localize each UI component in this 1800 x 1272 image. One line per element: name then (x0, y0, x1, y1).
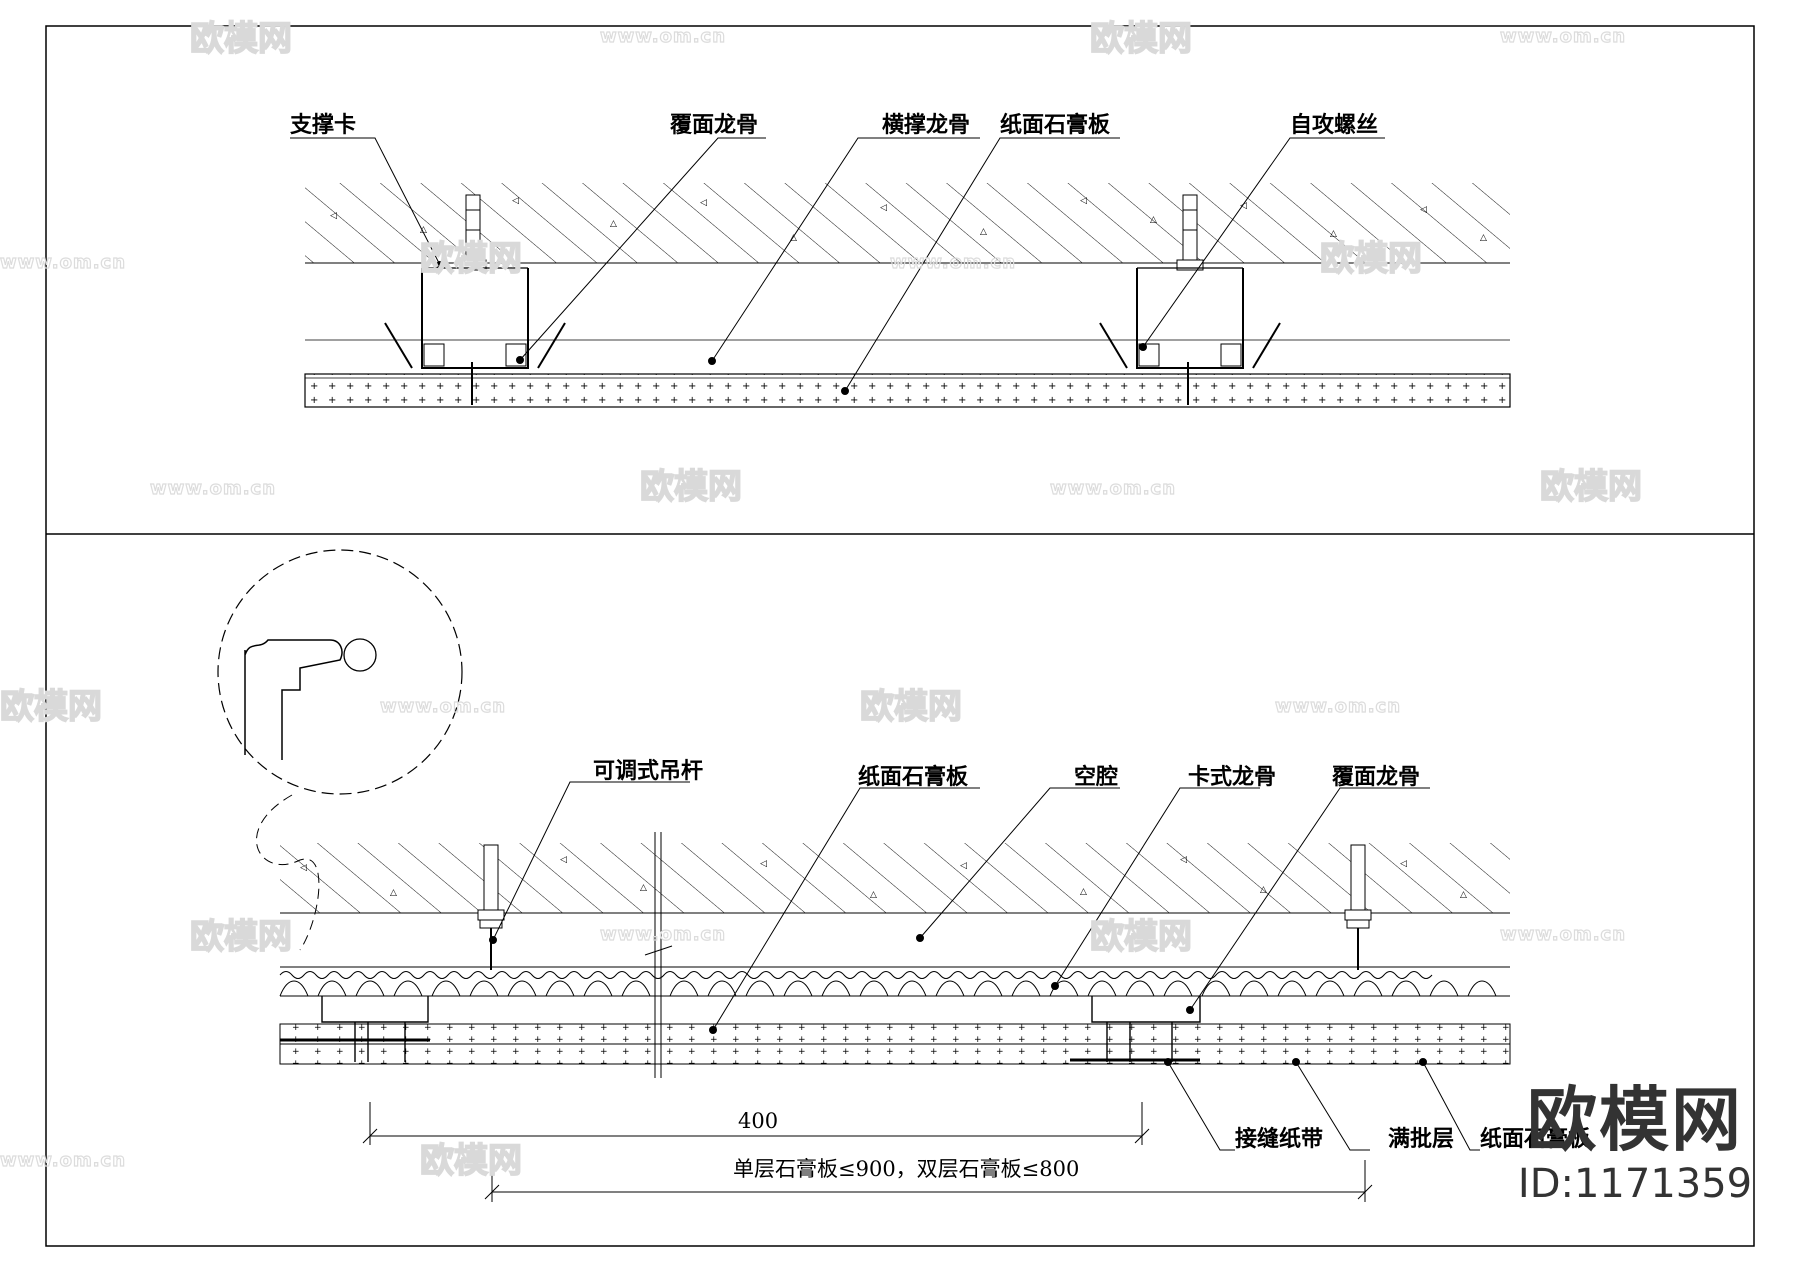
watermark-url: www.om.cn (1050, 478, 1176, 499)
svg-text:△: △ (420, 225, 427, 235)
label-self-tapping-screw: 自攻螺丝 (1290, 112, 1378, 138)
bottom-aggregate-marks: ◁ △ ◁ △ ◁ △ ◁ △ ◁ △ ◁ △ (300, 855, 1467, 900)
svg-text:◁: ◁ (1080, 196, 1087, 206)
svg-text:△: △ (1460, 890, 1467, 900)
label-putty-layer: 满批层 (1388, 1127, 1454, 1152)
watermark-url: www.om.cn (890, 252, 1016, 273)
hanger-left (477, 844, 505, 970)
svg-text:◁: ◁ (760, 859, 767, 869)
label-clip-keel: 卡式龙骨 (1188, 765, 1276, 790)
svg-text:△: △ (1150, 215, 1157, 225)
bottom-concrete-slab (280, 843, 1510, 913)
top-concrete-slab (305, 183, 1510, 263)
watermarks: 欧模网 欧模网 欧模网 欧模网 欧模网 欧模网 欧模网 欧模网 欧模网 欧模网 … (0, 18, 1643, 1182)
watermark-brand: 欧模网 (1090, 19, 1192, 59)
watermark-brand: 欧模网 (190, 917, 292, 957)
hanger-right (1344, 844, 1372, 970)
watermark-brand: 欧模网 (860, 687, 962, 727)
dimension-spacing (484, 1160, 1373, 1202)
label-gypsum-board-top: 纸面石膏板 (1000, 112, 1111, 138)
watermark-url: www.om.cn (1500, 924, 1626, 945)
label-adjustable-hanger: 可调式吊杆 (593, 759, 703, 784)
watermark-brand: 欧模网 (0, 687, 102, 727)
top-leaders (290, 137, 1385, 395)
gypsum-board-upper (279, 1023, 1511, 1045)
label-gypsum-board-bottom: 纸面石膏板 (1480, 1126, 1591, 1152)
svg-text:◁: ◁ (512, 196, 519, 206)
top-aggregate-marks: ◁ △ ◁ △ ◁ △ ◁ △ ◁ △ ◁ △ ◁ △ (330, 196, 1487, 243)
top-detail: ◁ △ ◁ △ ◁ △ ◁ △ ◁ △ ◁ △ ◁ △ (290, 112, 1511, 408)
svg-text:△: △ (1330, 229, 1337, 239)
bottom-detail: ◁ △ ◁ △ ◁ △ ◁ △ ◁ △ ◁ △ (217, 549, 1591, 1202)
label-joint-tape: 接缝纸带 (1235, 1126, 1323, 1152)
bottom-leaders (489, 781, 1480, 1151)
watermark-brand: 欧模网 (420, 1141, 522, 1181)
dimension-spacing-note: 单层石膏板≤900，双层石膏板≤800 (733, 1157, 1079, 1181)
top-anchor-right (1176, 194, 1204, 271)
watermark-brand: 欧模网 (190, 19, 292, 59)
watermark-url: www.om.cn (1500, 26, 1626, 47)
svg-text:◁: ◁ (1240, 201, 1247, 211)
svg-text:△: △ (610, 219, 617, 229)
label-cavity: 空腔 (1074, 764, 1118, 790)
dimension-400-text: 400 (738, 1109, 778, 1133)
svg-text:△: △ (870, 890, 877, 900)
top-gypsum-board (304, 373, 1511, 408)
watermark-brand: 欧模网 (1090, 917, 1192, 957)
top-support-clip-left (384, 267, 566, 369)
label-cover-keel-top: 覆面龙骨 (669, 113, 758, 138)
svg-text:△: △ (1080, 887, 1087, 897)
svg-text:△: △ (1260, 885, 1267, 895)
svg-text:△: △ (980, 227, 987, 237)
gypsum-board-lower (279, 1043, 1511, 1065)
watermark-brand: 欧模网 (1320, 239, 1422, 279)
label-cover-keel-bottom: 覆面龙骨 (1331, 765, 1420, 790)
brand-id: ID:1171359 (1517, 1161, 1753, 1207)
watermark-url: www.om.cn (600, 924, 726, 945)
svg-text:△: △ (640, 883, 647, 893)
watermark-brand: 欧模网 (1540, 467, 1642, 507)
svg-text:◁: ◁ (1420, 205, 1427, 215)
top-support-clip-right (1099, 267, 1281, 369)
brand-name: 欧模网 (1527, 1079, 1743, 1161)
svg-text:◁: ◁ (330, 211, 337, 221)
svg-text:◁: ◁ (880, 203, 887, 213)
watermark-url: www.om.cn (0, 1150, 126, 1171)
svg-text:△: △ (1480, 233, 1487, 243)
watermark-brand: 欧模网 (420, 239, 522, 279)
label-gypsum-board-mid: 纸面石膏板 (858, 764, 969, 790)
svg-text:◁: ◁ (1400, 859, 1407, 869)
svg-text:◁: ◁ (700, 198, 707, 208)
svg-text:△: △ (390, 888, 397, 898)
svg-text:◁: ◁ (300, 863, 307, 873)
clip-keel-band (279, 966, 1510, 997)
svg-text:△: △ (790, 233, 797, 243)
watermark-url: www.om.cn (600, 26, 726, 47)
brand-badge: 欧模网 ID:1171359 (1515, 1080, 1755, 1208)
svg-text:◁: ◁ (560, 855, 567, 865)
label-cross-keel: 横撑龙骨 (882, 113, 970, 138)
watermark-url: www.om.cn (380, 696, 506, 717)
svg-text:◁: ◁ (960, 861, 967, 871)
watermark-url: www.om.cn (0, 252, 126, 273)
drawing-frame (45, 25, 1755, 1247)
dimension-400 (362, 1102, 1150, 1145)
svg-text:◁: ◁ (1180, 855, 1187, 865)
watermark-brand: 欧模网 (640, 467, 742, 507)
label-support-clip: 支撑卡 (290, 113, 356, 138)
top-anchor-left (459, 194, 487, 271)
watermark-url: www.om.cn (1275, 696, 1401, 717)
watermark-url: www.om.cn (150, 478, 276, 499)
